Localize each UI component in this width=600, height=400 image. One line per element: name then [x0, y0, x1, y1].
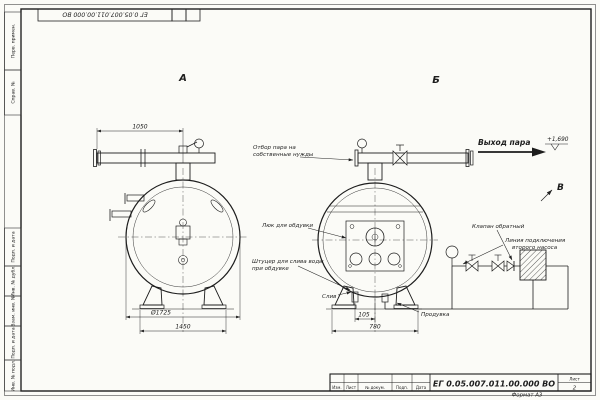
- rotated-stamp: ЕГ 0.05.007.011.00.000 ВО: [37, 8, 201, 22]
- dim-1450: 1450: [175, 324, 190, 331]
- margin-label-perv: Перв. примен.: [10, 24, 16, 59]
- stamp-doc-number: ЕГ 0.05.007.011.00.000 ВО: [62, 10, 147, 17]
- pump-icon: [519, 249, 547, 281]
- view-a-steam-pipe: [93, 138, 216, 181]
- label-drain-fitting-line2: при обдувке: [252, 266, 289, 272]
- margin-column: Перв. примен. Справ. № Подп. и дата Инв.…: [4, 11, 22, 392]
- pump-piping: [384, 245, 569, 310]
- pressure-gauge-icon: [194, 138, 204, 149]
- tb-col-docum: № докум.: [365, 385, 385, 390]
- margin-label-dubl: Инв. № дубл.: [10, 265, 16, 296]
- view-b-label: Б: [432, 75, 440, 86]
- format-label: Формат А3: [512, 392, 543, 398]
- margin-label-podp2: Подп. и дата: [10, 327, 16, 358]
- dim-1050: 1050: [132, 124, 147, 131]
- label-hatch: Люк для обдувки: [261, 223, 313, 229]
- flow-arrow-icon: [532, 147, 546, 157]
- label-check-valve: Клапан обратный: [472, 224, 525, 230]
- dim-780: 780: [369, 324, 381, 331]
- label-elevation: +1,690: [547, 137, 569, 143]
- tb-sheet-number: 2: [573, 385, 577, 391]
- label-steam-tap-line2: собственные нужды: [253, 152, 314, 158]
- sheet-frame: [4, 4, 596, 396]
- pressure-gauge-icon: [357, 138, 367, 149]
- tb-col-izm: Изм.: [332, 385, 341, 390]
- check-valve-icon: [506, 260, 515, 272]
- tb-col-data: Дата: [416, 385, 427, 390]
- view-b-steam-pipe: [354, 138, 474, 181]
- pressure-gauge-icon: [445, 245, 459, 259]
- elevation-mark-icon: [550, 143, 560, 151]
- valve-icon: [392, 150, 401, 166]
- tb-col-podp: Подп.: [396, 385, 408, 390]
- view-a-vessel: [109, 179, 241, 310]
- margin-label-podp1: Подп. и дата: [10, 231, 16, 262]
- tb-doc-number: ЕГ 0.05.007.011.00.000 ВО: [433, 380, 555, 389]
- label-steam-tap-line1: Отбор пара на: [253, 145, 296, 151]
- margin-label-vzam: Взам. инв. №: [10, 295, 16, 326]
- tb-sheet-label: Лист: [569, 377, 580, 382]
- valve-icon: [491, 254, 505, 272]
- view-b-vessel: [317, 182, 433, 310]
- hatch-frame: [345, 220, 405, 272]
- dim-105: 105: [358, 312, 370, 319]
- label-pump-line1: Линия подключения: [504, 238, 566, 244]
- label-steam-out: Выход пара: [478, 138, 530, 147]
- view-direction-arrow-icon: [540, 189, 553, 202]
- label-blowdown: Продувка: [421, 312, 450, 318]
- view-a-label: А: [178, 73, 187, 84]
- title-block: Изм. Лист № докум. Подп. Дата ЕГ 0.05.00…: [329, 373, 592, 398]
- steam-outlet-callout: Выход пара +1,690: [478, 137, 569, 157]
- centerlines: [118, 168, 438, 332]
- dim-1725: Ø1725: [150, 310, 171, 317]
- tb-col-list: Лист: [346, 385, 357, 390]
- margin-label-sprav: Справ. №: [10, 81, 16, 104]
- label-drain: Слив: [322, 294, 336, 300]
- margin-label-podl: Инв. № подл.: [10, 360, 16, 392]
- valve-icon: [465, 254, 479, 272]
- annotation-leaders: [297, 156, 513, 313]
- dimensions: 1050 Ø1725 1450 105 780: [96, 124, 419, 334]
- view-v-label: В: [557, 183, 564, 193]
- label-pump-line2: второго насоса: [512, 245, 558, 251]
- annotation-texts: Отбор пара на собственные нужды Люк для …: [252, 145, 566, 318]
- label-drain-fitting-line1: Штуцер для слива воды: [252, 259, 324, 265]
- view-labels: А Б В: [178, 73, 564, 202]
